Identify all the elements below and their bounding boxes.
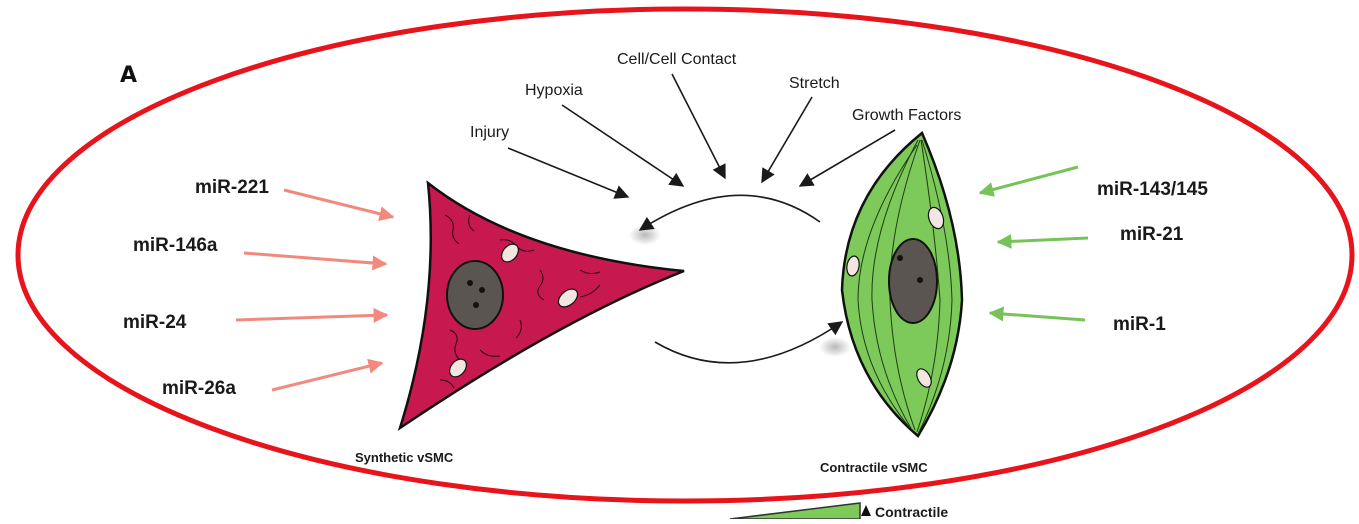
arrow-to-synthetic [640, 195, 820, 230]
arrow-cell-contact [672, 74, 725, 178]
synthetic-cell [400, 183, 684, 428]
mirna-label: miR-26a [162, 378, 236, 399]
mirna-label: miR-24 [123, 312, 187, 333]
arrow-injury [508, 148, 628, 197]
mirna-arrow [990, 313, 1085, 320]
synthetic-mirnas: miR-221 miR-146a miR-24 miR-26a [123, 177, 393, 399]
contractile-nucleus [889, 239, 937, 323]
synthetic-nucleus [447, 261, 503, 329]
stimulus-injury: Injury [470, 124, 509, 141]
contractile-cell [842, 133, 962, 436]
mirna-label: miR-143/145 [1097, 179, 1208, 200]
panel-label: A [120, 63, 137, 88]
contractile-mirnas: miR-143/145 miR-21 miR-1 [980, 167, 1208, 335]
bottom-panel-fragment: Contractile [730, 503, 948, 519]
highlight-ellipse [18, 9, 1352, 501]
mirna-arrow [236, 315, 387, 320]
mirna-label: miR-1 [1113, 314, 1166, 335]
bottom-contractile-label: Contractile [875, 504, 948, 519]
synthetic-caption: Synthetic vSMC [355, 450, 454, 465]
mirna-arrow [244, 253, 386, 264]
mirna-arrow [980, 167, 1078, 193]
stimuli-labels: Injury Hypoxia Cell/Cell Contact Stretch… [470, 51, 961, 141]
stimulus-growth-factors: Growth Factors [852, 107, 961, 124]
mirna-arrow [998, 238, 1088, 242]
stimulus-stretch: Stretch [789, 75, 840, 92]
arrow-hypoxia [562, 105, 683, 186]
stimulus-hypoxia: Hypoxia [525, 82, 583, 99]
stimulus-cell-contact: Cell/Cell Contact [617, 51, 737, 68]
up-triangle-icon [861, 505, 871, 516]
arrow-stretch [762, 97, 812, 182]
mirna-arrow [272, 363, 382, 390]
mirna-label: miR-146a [133, 235, 218, 256]
arrow-to-contractile [655, 322, 842, 363]
contractile-caption: Contractile vSMC [820, 460, 928, 475]
mirna-arrow [284, 190, 393, 217]
mirna-label: miR-221 [195, 177, 269, 198]
arrow-shadow [629, 225, 661, 245]
arrow-shadow [819, 337, 851, 357]
mirna-label: miR-21 [1120, 224, 1184, 245]
